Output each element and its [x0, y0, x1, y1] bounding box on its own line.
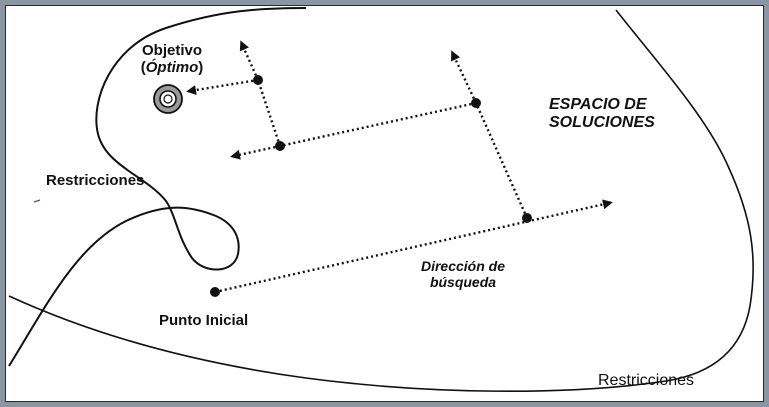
search-point-dot	[275, 141, 285, 151]
objective-optimo-text: Óptimo	[145, 59, 199, 77]
search-direction-line1: Dirección de	[420, 258, 506, 274]
solution-space-label: ESPACIO DE SOLUCIONES	[549, 96, 655, 133]
search-point-dot	[471, 98, 481, 108]
restrictions-bottom-label: Restricciones	[598, 372, 695, 389]
search-step-up-right-arrow	[451, 50, 478, 104]
objective-close-paren: )	[198, 59, 204, 77]
search-direction-main	[214, 199, 613, 294]
search-direction-line2: búsqueda	[429, 274, 497, 291]
objective-label-line1: Objetivo	[141, 42, 202, 59]
diagram-canvas: Objetivo (Óptimo) ESPACIO DE SOLUCIONES …	[5, 5, 764, 402]
restrictions-left-label: Restricciones	[46, 172, 145, 189]
search-direction-label: Dirección de búsqueda	[408, 258, 518, 290]
objective-label: Objetivo (Óptimo)	[130, 42, 214, 77]
search-point-dot	[522, 213, 532, 223]
solution-space-line2: SOLUCIONES	[549, 114, 655, 132]
objective-label-line2: (Óptimo)	[130, 59, 214, 76]
outer-constraint-curve	[8, 9, 754, 392]
search-step-up-left	[256, 79, 282, 147]
solution-space-line1: ESPACIO DE	[549, 96, 647, 113]
start-point-label: Punto Inicial	[159, 312, 249, 329]
inner-constraint-curve	[8, 7, 307, 367]
start-point-dot	[210, 287, 220, 297]
search-step-left-middle	[279, 101, 477, 148]
search-step-left-middle-arrow	[230, 144, 281, 160]
search-step-to-objective	[186, 78, 259, 95]
objective-open-paren: (	[140, 59, 146, 77]
search-step-up-left-arrow	[239, 40, 260, 81]
search-step-up-right	[474, 102, 529, 219]
target-icon	[153, 84, 183, 114]
search-point-dot	[253, 75, 263, 85]
stray-mark	[33, 199, 41, 203]
diagram-drawing	[8, 7, 754, 392]
